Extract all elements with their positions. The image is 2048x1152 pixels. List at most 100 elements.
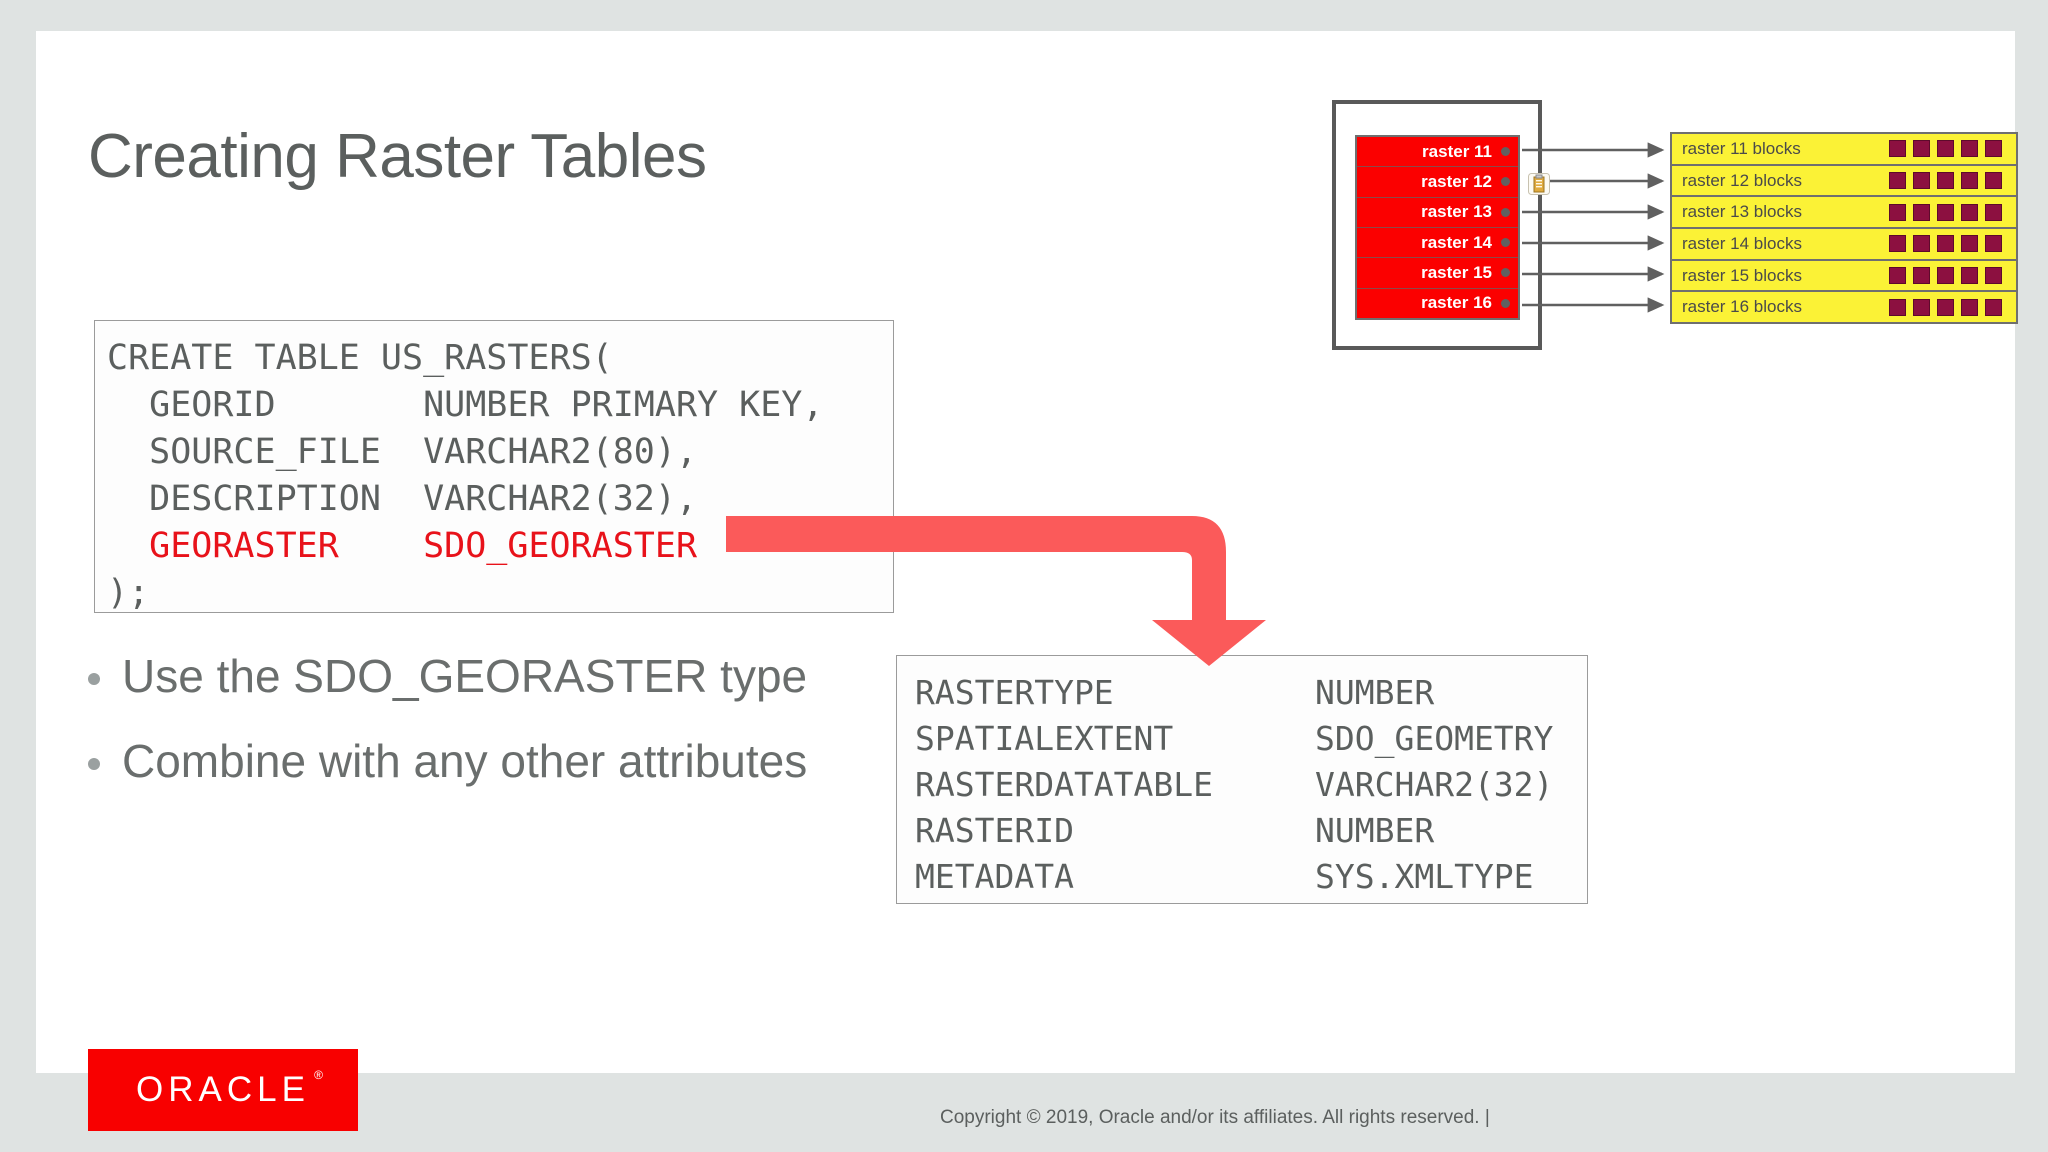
block-square-icon xyxy=(1985,235,2002,253)
block-square-icon xyxy=(1937,203,1954,221)
block-square-icon xyxy=(1889,235,1906,253)
blocks-row-label: raster 15 blocks xyxy=(1682,265,1802,285)
code-line: DESCRIPTION VARCHAR2(32), xyxy=(107,479,698,519)
blocks-row-label: raster 14 blocks xyxy=(1682,233,1802,253)
code-line: GEORID NUMBER PRIMARY KEY, xyxy=(107,385,824,425)
blocks-row: raster 11 blocks xyxy=(1672,134,2016,166)
raster-row-connector-dot xyxy=(1501,268,1510,278)
attribute-name: RASTERID xyxy=(915,811,1074,850)
attribute-name: SPATIALEXTENT xyxy=(915,719,1174,758)
block-square-icon xyxy=(1985,298,2002,316)
block-square-icon xyxy=(1913,172,1930,189)
block-square-group xyxy=(1889,140,2002,158)
oracle-wordmark: ORACLE ® xyxy=(136,1068,323,1110)
block-square-icon xyxy=(1961,140,1978,158)
blocks-row: raster 16 blocks xyxy=(1672,292,2016,322)
attribute-row: SPATIALEXTENT SDO_GEOMETRY xyxy=(915,716,1587,762)
block-square-icon xyxy=(1913,235,1930,253)
sql-code-block: CREATE TABLE US_RASTERS( GEORID NUMBER P… xyxy=(94,320,894,613)
code-line: ); xyxy=(107,573,150,613)
block-square-icon xyxy=(1889,203,1906,221)
code-line: SOURCE_FILE VARCHAR2(80), xyxy=(107,432,698,472)
block-square-icon xyxy=(1937,267,1954,285)
block-square-icon xyxy=(1985,140,2002,158)
page-title: Creating Raster Tables xyxy=(88,122,707,191)
oracle-wordmark-text: ORACLE xyxy=(136,1070,310,1109)
raster-row-connector-dot xyxy=(1501,177,1510,187)
block-square-icon xyxy=(1961,172,1978,189)
blocks-row: raster 14 blocks xyxy=(1672,229,2016,261)
block-square-icon xyxy=(1937,298,1954,316)
block-square-group xyxy=(1889,203,2002,221)
blocks-row-label: raster 16 blocks xyxy=(1682,297,1802,317)
clipboard-icon xyxy=(1528,173,1550,195)
block-square-icon xyxy=(1913,140,1930,158)
block-square-icon xyxy=(1889,267,1906,285)
attribute-type: SYS.XMLTYPE xyxy=(1315,857,1534,896)
block-square-group xyxy=(1889,172,2002,189)
attribute-type: VARCHAR2(32) xyxy=(1315,765,1554,804)
raster-row: raster 16 xyxy=(1357,289,1518,318)
block-square-icon xyxy=(1985,203,2002,221)
bullet-text: Combine with any other attributes xyxy=(122,735,808,787)
raster-row: raster 11 xyxy=(1357,137,1518,168)
blocks-row-label: raster 12 blocks xyxy=(1682,170,1802,190)
blocks-row: raster 15 blocks xyxy=(1672,261,2016,293)
block-square-group xyxy=(1889,298,2002,316)
bullet-dot-icon xyxy=(88,673,100,685)
raster-row: raster 13 xyxy=(1357,198,1518,228)
block-square-icon xyxy=(1985,172,2002,189)
raster-row-label: raster 16 xyxy=(1421,293,1492,313)
raster-table: raster 11 raster 12 raster 13 raster 14 rast… xyxy=(1355,135,1520,320)
blocks-row-label: raster 11 blocks xyxy=(1682,138,1801,158)
bullet-item: Use the SDO_GEORASTER type xyxy=(88,645,878,708)
raster-row: raster 12 xyxy=(1357,167,1518,198)
block-square-icon xyxy=(1937,235,1954,253)
block-square-icon xyxy=(1961,267,1978,285)
copyright-notice: Copyright © 2019, Oracle and/or its affi… xyxy=(940,1107,1490,1128)
raster-row-label: raster 12 xyxy=(1421,171,1492,191)
blocks-row: raster 12 blocks xyxy=(1672,166,2016,198)
attribute-name: RASTERDATATABLE xyxy=(915,765,1214,804)
block-square-icon xyxy=(1937,172,1954,189)
attribute-type: NUMBER xyxy=(1315,673,1435,712)
bullet-dot-icon xyxy=(88,758,100,770)
raster-row-label: raster 14 xyxy=(1421,232,1492,252)
code-line: GEORASTER SDO_GEORASTER xyxy=(107,526,698,566)
attribute-type: SDO_GEOMETRY xyxy=(1315,719,1554,758)
block-square-icon xyxy=(1985,267,2002,285)
block-square-icon xyxy=(1913,267,1930,285)
raster-row-connector-dot xyxy=(1501,238,1510,248)
block-square-icon xyxy=(1913,203,1930,221)
bullet-item: Combine with any other attributes xyxy=(88,730,878,793)
block-square-icon xyxy=(1889,172,1906,189)
raster-row-connector-dot xyxy=(1501,298,1510,308)
raster-row: raster 14 xyxy=(1357,228,1518,259)
block-square-icon xyxy=(1961,235,1978,253)
block-square-group xyxy=(1889,235,2002,253)
raster-connector-arrows xyxy=(1522,142,1665,313)
raster-storage-diagram: raster 11 raster 12 raster 13 raster 14 rast… xyxy=(1300,80,2040,380)
block-square-icon xyxy=(1961,203,1978,221)
block-square-icon xyxy=(1961,298,1978,316)
code-line: CREATE TABLE US_RASTERS( xyxy=(107,338,613,378)
attribute-row: RASTERDATATABLE VARCHAR2(32) xyxy=(915,762,1587,808)
registered-trademark-symbol: ® xyxy=(314,1068,323,1082)
block-square-icon xyxy=(1937,140,1954,158)
blocks-row-label: raster 13 blocks xyxy=(1682,202,1802,222)
raster-row-connector-dot xyxy=(1501,207,1510,217)
oracle-logo: ORACLE ® xyxy=(88,1049,358,1131)
raster-row: raster 15 xyxy=(1357,258,1518,289)
block-square-icon xyxy=(1889,298,1906,316)
raster-row-label: raster 15 xyxy=(1421,262,1492,282)
raster-row-label: raster 13 xyxy=(1421,202,1492,222)
blocks-row: raster 13 blocks xyxy=(1672,197,2016,230)
raster-row-label: raster 11 xyxy=(1422,141,1492,161)
bullet-text: Use the SDO_GEORASTER type xyxy=(122,650,808,702)
